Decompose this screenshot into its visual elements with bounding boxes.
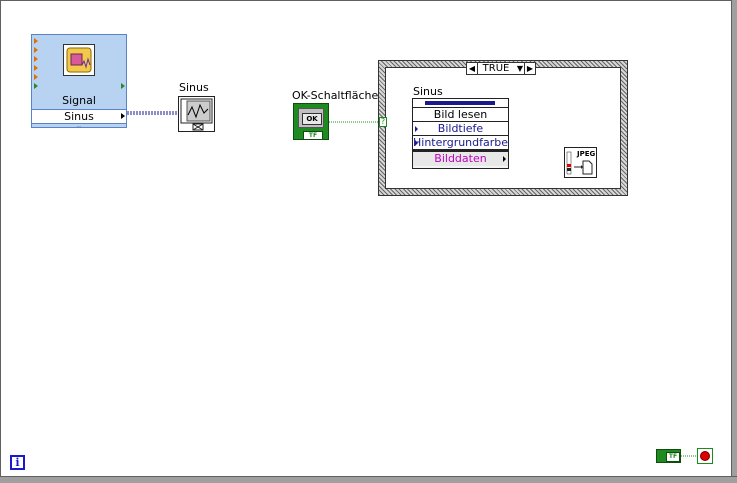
output-terminal[interactable] [121, 83, 125, 89]
refnum-bar [425, 101, 495, 105]
stop-tf-badge: TF [666, 452, 680, 462]
property-background-color[interactable]: Hintergrundfarbe [413, 136, 509, 150]
jpeg-text: JPEG [577, 150, 596, 158]
window-border-top [0, 0, 737, 1]
case-selector-terminal[interactable]: ? [379, 117, 387, 127]
property-separator [413, 150, 508, 152]
write-jpeg-file-icon[interactable]: JPEG [564, 147, 597, 178]
property-node-header [413, 99, 508, 108]
ok-button-terminal[interactable]: OK TF [293, 103, 329, 140]
input-terminal[interactable] [34, 65, 38, 71]
window-border-bottom[interactable] [0, 476, 737, 483]
case-prev-icon[interactable]: ◀ [467, 63, 478, 74]
ok-control-label: OK-Schaltfläche [292, 89, 379, 102]
window-border-right[interactable] [731, 0, 737, 482]
waveform-graph-icon[interactable] [178, 96, 215, 132]
property-image-data[interactable]: Bilddaten [413, 152, 508, 166]
picture-property-node[interactable]: Bild lesen Bildtiefe Hintergrundfarbe Bi… [412, 98, 509, 169]
input-terminal[interactable] [34, 56, 38, 62]
case-selector[interactable]: ◀ TRUE ▼ ▶ [466, 62, 536, 75]
graph-label: Sinus [179, 81, 209, 94]
input-terminal[interactable] [34, 38, 38, 44]
simulate-signal-express-vi[interactable]: Signal simulieren Sinus ⌄ [31, 34, 127, 130]
input-arrow-icon [415, 126, 418, 132]
stop-boolean-terminal[interactable]: TF [656, 449, 681, 463]
context-help-button[interactable]: i [10, 455, 25, 470]
ok-button-face: OK [298, 108, 324, 128]
boolean-type-badge: TF [303, 131, 323, 140]
express-vi-output-sinus[interactable]: Sinus [32, 109, 126, 124]
signal-simulation-icon [63, 44, 95, 76]
output-arrow-icon [503, 156, 506, 162]
input-arrow-icon [415, 140, 418, 146]
expand-chevron-icon[interactable]: ⌄ [75, 121, 83, 130]
input-terminal[interactable] [34, 74, 38, 80]
case-next-icon[interactable]: ▶ [524, 63, 535, 74]
case-selector-value: TRUE [482, 63, 510, 74]
case-dropdown-icon[interactable]: ▼ [516, 64, 524, 73]
stop-icon[interactable] [697, 448, 713, 464]
input-terminal[interactable] [34, 83, 38, 89]
output-terminal-arrow [121, 113, 125, 119]
property-read-image[interactable]: Bild lesen [413, 108, 508, 122]
ok-button-text: OK [302, 113, 322, 125]
property-image-depth[interactable]: Bildtiefe [413, 122, 508, 136]
input-terminal[interactable] [34, 47, 38, 53]
window-border-left [0, 0, 1, 482]
stop-red-dot [700, 451, 710, 461]
property-node-label: Sinus [413, 85, 443, 98]
